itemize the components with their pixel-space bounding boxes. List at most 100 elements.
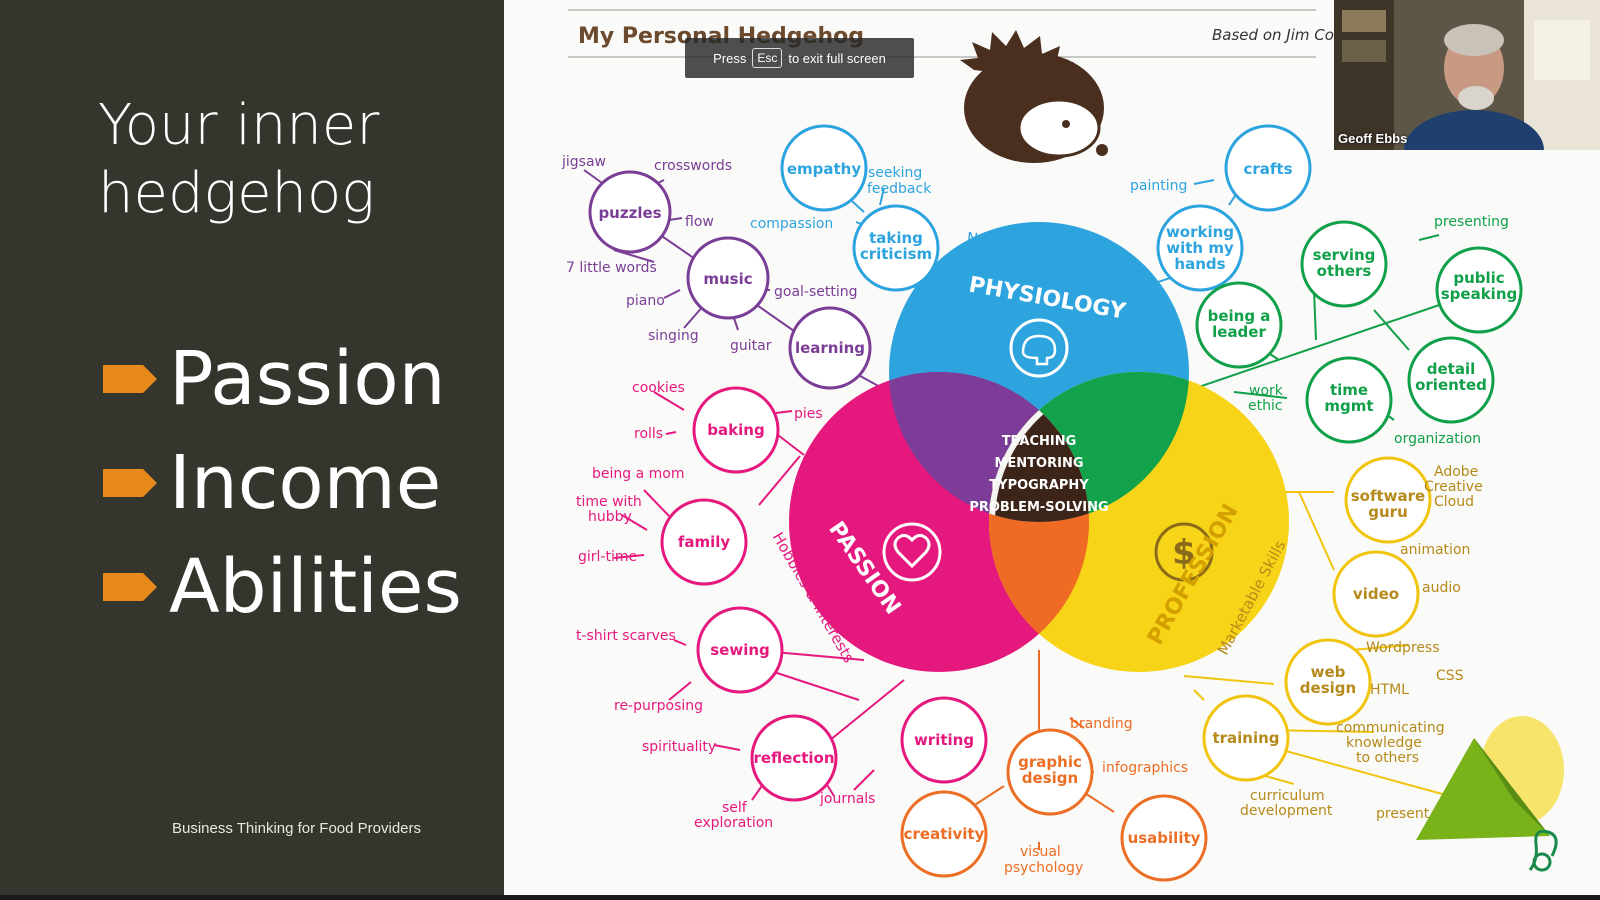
svg-text:detail: detail — [1427, 360, 1476, 378]
bubble-empathy: empathy — [780, 124, 868, 212]
label-pies: pies — [794, 406, 823, 422]
label-to-others: to others — [1356, 750, 1419, 766]
svg-text:reflection: reflection — [753, 749, 834, 767]
svg-text:$: $ — [1172, 533, 1196, 573]
label-time-with: time with — [576, 494, 642, 510]
svg-text:speaking: speaking — [1441, 285, 1518, 303]
label-tshirt-scarves: t-shirt scarves — [576, 628, 676, 644]
svg-text:design: design — [1300, 679, 1356, 697]
center-line: MENTORING — [994, 456, 1083, 471]
svg-text:learning: learning — [795, 339, 865, 357]
bullet-label: Passion — [169, 336, 446, 422]
svg-text:working: working — [1166, 223, 1234, 241]
brain-icon — [1009, 318, 1069, 378]
label-curriculum: curriculum — [1250, 788, 1325, 804]
fullscreen-exit-notice: Press Esc to exit full screen — [685, 38, 914, 78]
slide-left-panel: Your inner hedgehog Passion Income Abili… — [0, 0, 504, 900]
bubble-learning: learning — [788, 306, 872, 390]
corner-logo-icon — [1528, 829, 1558, 872]
label-compassion: compassion — [750, 216, 833, 232]
label-guitar: guitar — [730, 338, 772, 354]
label-ethic: ethic — [1248, 398, 1283, 414]
notice-rest: to exit full screen — [788, 50, 886, 66]
label-infographics: infographics — [1102, 760, 1188, 776]
svg-text:guru: guru — [1368, 503, 1408, 521]
center-line: TEACHING — [1002, 434, 1077, 449]
label-communicating: communicating — [1336, 720, 1445, 736]
bottom-border — [0, 895, 1600, 900]
label-animation: animation — [1400, 542, 1470, 558]
label-journals: journals — [819, 791, 875, 807]
webcam-feed-image — [1334, 0, 1600, 150]
svg-text:family: family — [678, 533, 731, 551]
svg-text:taking: taking — [869, 229, 923, 247]
hedgehog-icon — [960, 30, 1108, 163]
center-line: TYPOGRAPHY — [989, 478, 1089, 493]
label-piano: piano — [626, 293, 665, 309]
heart-icon — [882, 522, 942, 582]
bubble-writing: writing — [900, 696, 988, 784]
label-goal-setting: goal-setting — [774, 284, 858, 300]
label-psychology: psychology — [1004, 860, 1083, 876]
label-flow: flow — [685, 214, 714, 230]
svg-text:baking: baking — [707, 421, 764, 439]
bubble-music: music — [686, 236, 770, 320]
bullet-abilities: Abilities — [103, 544, 462, 630]
bubble-baking: baking — [692, 386, 780, 474]
svg-text:hands: hands — [1174, 255, 1225, 273]
label-rolls: rolls — [634, 426, 663, 442]
label-being-a-mom: being a mom — [592, 466, 684, 482]
label-html: HTML — [1370, 682, 1409, 698]
bubble-creativity: creativity — [900, 790, 988, 878]
label-self: self — [722, 800, 748, 816]
bullet-income: Income — [103, 440, 441, 526]
svg-text:criticism: criticism — [860, 245, 932, 263]
bubble-puzzles: puzzles — [588, 170, 672, 254]
label-7-little-words: 7 little words — [566, 260, 657, 276]
svg-text:serving: serving — [1313, 246, 1376, 264]
orange-arrow-icon — [103, 365, 157, 393]
bubble-sewing: sewing — [696, 606, 784, 694]
label-adobe: Adobe — [1434, 464, 1478, 480]
diagram-attribution: Based on Jim Co — [1212, 26, 1334, 44]
svg-text:empathy: empathy — [787, 160, 862, 178]
svg-text:leader: leader — [1212, 323, 1266, 341]
label-presenting: presenting — [1434, 214, 1509, 230]
bullet-passion: Passion — [103, 336, 446, 422]
label-visual: visual — [1020, 844, 1061, 860]
label-hubby: hubby — [588, 509, 632, 525]
svg-text:graphic: graphic — [1018, 753, 1082, 771]
svg-text:mgmt: mgmt — [1324, 397, 1373, 415]
svg-text:others: others — [1317, 262, 1372, 280]
webcam-video-tile[interactable]: Geoff Ebbs — [1334, 0, 1600, 150]
svg-text:public: public — [1453, 269, 1504, 287]
slide-footer: Business Thinking for Food Providers — [172, 820, 422, 837]
svg-text:crafts: crafts — [1243, 160, 1292, 178]
svg-text:oriented: oriented — [1415, 376, 1487, 394]
label-painting: painting — [1130, 178, 1187, 194]
bullet-label: Income — [169, 440, 442, 526]
label-work: work — [1249, 383, 1284, 399]
label-singing: singing — [648, 328, 699, 344]
dollar-icon: $ — [1154, 522, 1214, 582]
svg-text:usability: usability — [1128, 829, 1201, 847]
bullet-label: Abilities — [169, 544, 462, 630]
peripheral-labels: jigsaw crosswords flow 7 little words pi… — [561, 154, 1509, 876]
orange-arrow-icon — [103, 573, 157, 601]
center-line: PROBLEM-SOLVING — [969, 500, 1108, 515]
label-crosswords: crosswords — [654, 158, 732, 174]
bubble-crafts: crafts — [1224, 124, 1312, 212]
slide-title: Your inner hedgehog — [98, 93, 380, 226]
svg-text:training: training — [1212, 729, 1279, 747]
label-girl-time: girl-time — [578, 549, 637, 565]
svg-text:being a: being a — [1208, 307, 1271, 325]
svg-text:with my: with my — [1166, 239, 1234, 257]
svg-text:time: time — [1330, 381, 1368, 399]
hedgehog-diagram: My Personal Hedgehog Based on Jim Co — [561, 9, 1564, 882]
svg-text:writing: writing — [914, 731, 974, 749]
